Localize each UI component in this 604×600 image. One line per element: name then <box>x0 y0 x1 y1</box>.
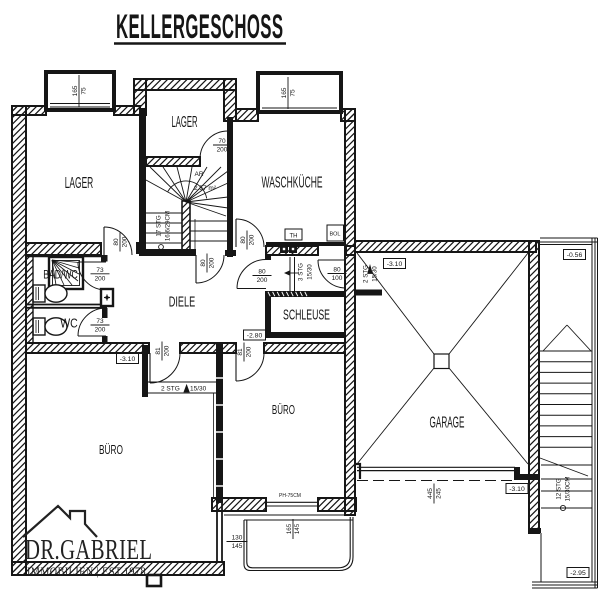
svg-text:73: 73 <box>96 267 104 274</box>
svg-text:80: 80 <box>333 267 341 274</box>
svg-text:70: 70 <box>218 138 226 145</box>
svg-text:SCHLEUSE: SCHLEUSE <box>283 307 330 324</box>
svg-text:2.57 m²: 2.57 m² <box>194 185 217 192</box>
svg-text:200: 200 <box>249 234 256 245</box>
svg-text:LAGER: LAGER <box>172 114 198 131</box>
svg-text:-3.10: -3.10 <box>387 261 403 268</box>
svg-text:145: 145 <box>232 543 243 550</box>
svg-text:80: 80 <box>200 259 207 267</box>
svg-text:2 STG: 2 STG <box>363 265 370 283</box>
svg-text:KELLERGESCHOSS: KELLERGESCHOSS <box>116 6 283 45</box>
svg-text:81: 81 <box>237 348 244 356</box>
svg-text:165: 165 <box>281 87 288 98</box>
svg-text:81: 81 <box>155 347 162 355</box>
svg-text:165: 165 <box>72 85 79 96</box>
svg-text:15/30: 15/30 <box>307 264 314 280</box>
svg-text:BAD/WC: BAD/WC <box>43 268 78 282</box>
svg-text:15/30: 15/30 <box>372 266 379 282</box>
svg-text:-3.10: -3.10 <box>509 486 525 493</box>
svg-text:200: 200 <box>95 275 106 282</box>
svg-text:100: 100 <box>332 275 343 282</box>
svg-text:3 STG: 3 STG <box>298 263 305 281</box>
svg-text:WASCHKÜCHE: WASCHKÜCHE <box>262 174 323 192</box>
svg-text:200: 200 <box>209 257 216 268</box>
svg-text:15/30: 15/30 <box>190 386 207 393</box>
svg-text:BÜRO: BÜRO <box>99 442 123 457</box>
svg-text:BÜRO: BÜRO <box>272 402 295 417</box>
svg-text:-0.56: -0.56 <box>567 252 583 259</box>
svg-text:80: 80 <box>240 236 247 244</box>
svg-text:WC: WC <box>60 316 78 331</box>
svg-text:200: 200 <box>122 236 129 247</box>
svg-text:145: 145 <box>294 523 301 534</box>
svg-text:200: 200 <box>217 147 228 154</box>
svg-text:-2.95: -2.95 <box>570 570 586 577</box>
svg-text:PH-75CM: PH-75CM <box>279 493 301 499</box>
svg-text:GARAGE: GARAGE <box>430 415 465 432</box>
svg-text:2 STG: 2 STG <box>161 386 180 393</box>
svg-text:17 STG: 17 STG <box>156 215 163 237</box>
svg-text:16.6/29CM: 16.6/29CM <box>165 211 172 241</box>
svg-text:245: 245 <box>436 488 443 499</box>
svg-text:200: 200 <box>95 327 106 334</box>
svg-text:200: 200 <box>257 277 268 284</box>
svg-text:DR.GABRIEL: DR.GABRIEL <box>25 535 152 566</box>
svg-text:12 STG: 12 STG <box>556 478 563 500</box>
svg-text:15/30CM: 15/30CM <box>565 476 572 501</box>
svg-text:AR: AR <box>194 171 203 178</box>
svg-text:IMMOBILIEN | EST.1978: IMMOBILIEN | EST.1978 <box>27 565 146 578</box>
svg-text:75: 75 <box>81 87 88 95</box>
svg-text:200: 200 <box>246 346 253 357</box>
svg-text:DIELE: DIELE <box>169 295 196 311</box>
svg-text:73: 73 <box>96 318 104 325</box>
svg-text:75: 75 <box>290 89 297 97</box>
svg-text:LAGER: LAGER <box>65 175 94 192</box>
svg-text:-3.10: -3.10 <box>120 356 136 363</box>
svg-text:200: 200 <box>164 345 171 356</box>
svg-text:165: 165 <box>286 523 293 534</box>
svg-text:TH: TH <box>290 233 298 239</box>
svg-text:80: 80 <box>258 269 266 276</box>
svg-text:130: 130 <box>232 535 243 542</box>
svg-text:BOL: BOL <box>329 232 340 238</box>
svg-text:80: 80 <box>113 238 120 246</box>
svg-text:-2.80: -2.80 <box>247 332 263 339</box>
svg-text:445: 445 <box>427 488 434 499</box>
